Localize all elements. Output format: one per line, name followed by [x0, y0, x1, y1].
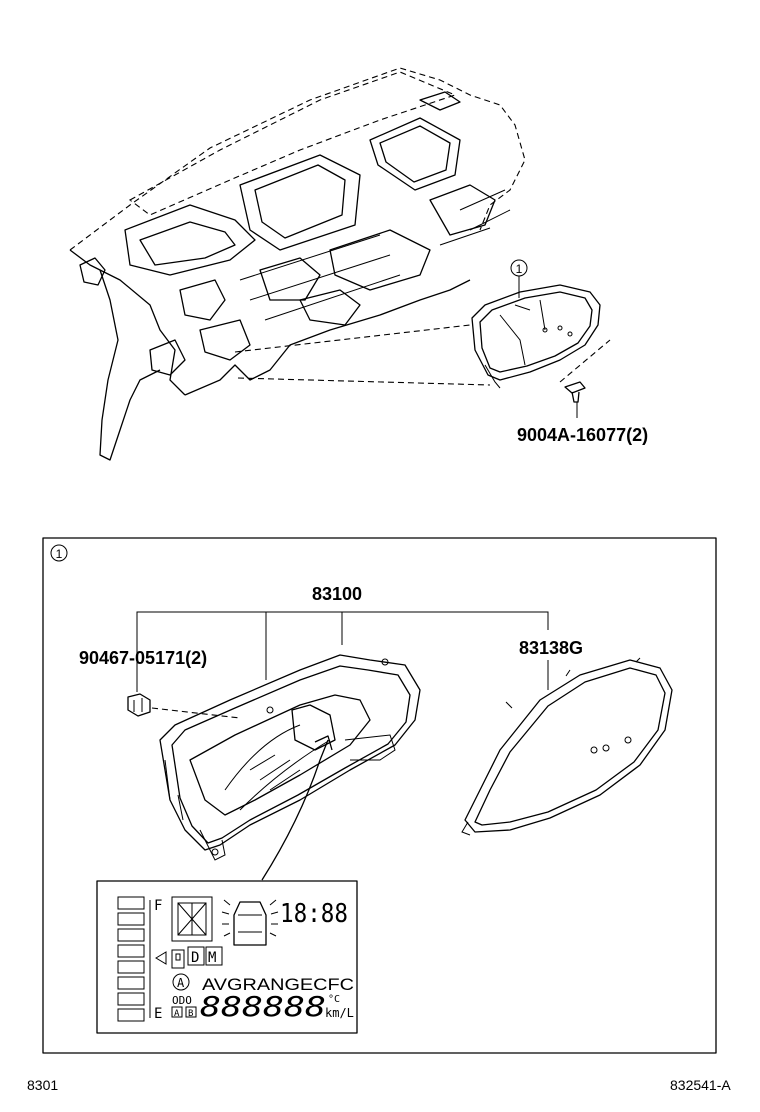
- lcd-display: F E D M 18:88 A AVGRANGECFC ODO A: [96, 880, 358, 1034]
- clip-part-label: 90467-05171(2): [79, 648, 207, 668]
- magnify-leader: [261, 735, 333, 881]
- detail-frame: [42, 537, 717, 1054]
- callout-marker-top-text: 1: [516, 262, 523, 276]
- footer-left-code: 8301: [27, 1077, 58, 1093]
- callout-marker-box-text: 1: [56, 547, 63, 561]
- callout-marker-box: 1: [50, 544, 68, 562]
- clock-digits: 18:88: [280, 899, 348, 929]
- footer-right-code: 832541-A: [670, 1077, 731, 1093]
- dashboard-illustration: [69, 67, 611, 461]
- screw-part-label: 9004A-16077(2): [517, 425, 648, 445]
- callout-marker-top: 1: [510, 259, 528, 298]
- fuel-gauge: [117, 896, 151, 1022]
- cluster-assembly-small: [471, 284, 601, 389]
- parking-sensor-icon: [221, 899, 279, 946]
- shift-indicator-icon: [171, 896, 213, 942]
- mode-text: AVGRANGECFC: [202, 975, 354, 994]
- trip-a-indicator: A: [174, 1009, 180, 1019]
- fuel-full-mark: F: [154, 898, 162, 914]
- temp-unit: °C: [328, 994, 340, 1005]
- odo-digits: 888888: [200, 990, 326, 1023]
- fuel-empty-mark: E: [154, 1006, 162, 1022]
- fuel-pump-icon: [155, 949, 185, 969]
- odo-label: ODO: [172, 994, 192, 1007]
- trip-b-indicator: B: [188, 1009, 193, 1019]
- assembly-part-label: 83100: [312, 584, 362, 604]
- gear-d-indicator: D: [191, 950, 199, 966]
- economy-unit: km/L: [325, 1006, 354, 1020]
- screw-icon: [564, 381, 586, 418]
- lens-cover: [461, 657, 673, 836]
- lens-part-label: 83138G: [519, 638, 583, 658]
- auto-symbol: A: [177, 976, 185, 990]
- gear-m-indicator: M: [208, 950, 216, 966]
- clip-icon: [127, 693, 151, 717]
- cluster-assembly-main: [159, 654, 421, 861]
- leader-lines: [136, 611, 549, 719]
